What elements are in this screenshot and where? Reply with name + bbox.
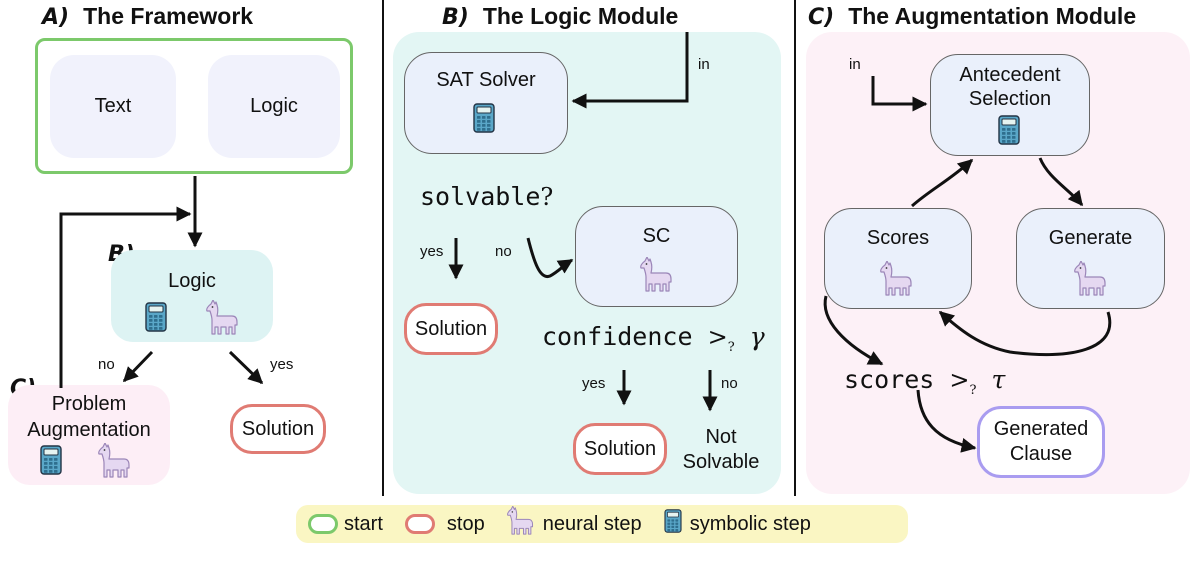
problem-augmentation-node: Problem Augmentation xyxy=(8,385,170,485)
panel-a-yes-label: yes xyxy=(270,356,294,373)
legend-neural: neural step xyxy=(506,505,642,542)
legend-neural-label: neural step xyxy=(542,512,642,535)
solvable-condition: solvable? xyxy=(420,182,553,211)
panel-a-solution-label: Solution xyxy=(241,417,315,440)
scores-node: Scores xyxy=(824,208,972,309)
panel-b-heading: B) The Logic Module xyxy=(442,3,678,30)
legend-start-label: start xyxy=(344,512,383,535)
llama-icon xyxy=(506,505,535,542)
stop-swatch xyxy=(404,514,435,534)
sat-solver-node: SAT Solver xyxy=(404,52,568,154)
panel-b-solution-right-label: Solution xyxy=(583,437,657,460)
panel-c-heading: C) The Augmentation Module xyxy=(808,3,1136,30)
not-solvable-text: Not Solvable xyxy=(676,425,766,475)
panel-a-title: The Framework xyxy=(83,3,254,29)
legend-stop: stop xyxy=(404,512,485,536)
llama-icon xyxy=(206,299,240,341)
scores-tau: τ xyxy=(991,365,1006,394)
panel-c-title: The Augmentation Module xyxy=(848,3,1137,29)
divider-left xyxy=(382,0,384,496)
solvable-op: ? xyxy=(540,183,554,211)
arrow-generate-to-scores xyxy=(938,310,1112,357)
legend-symbolic-label: symbolic step xyxy=(689,512,811,535)
panel-b-in-label: in xyxy=(698,56,710,73)
generated-line2: Clause xyxy=(1009,443,1073,465)
text-input-label: Text xyxy=(94,95,132,117)
start-swatch xyxy=(308,514,338,534)
problem-augmentation-line1: Problem xyxy=(51,393,127,415)
arrow-scores-to-threshold xyxy=(823,295,884,366)
arrow-c-in xyxy=(871,76,928,112)
panel-b-yes-label-2: yes xyxy=(582,375,606,392)
antecedent-line1: Antecedent xyxy=(959,64,1061,86)
panel-b-title: The Logic Module xyxy=(482,3,679,29)
logic-input-label: Logic xyxy=(250,95,298,117)
problem-augmentation-line2: Augmentation xyxy=(27,419,151,441)
legend-start: start xyxy=(308,513,383,536)
legend-stop-label: stop xyxy=(446,512,485,535)
sc-node: SC xyxy=(575,206,738,307)
llama-icon xyxy=(880,260,914,303)
calculator-icon xyxy=(473,103,495,139)
confidence-condition: confidence >? γ xyxy=(542,322,765,355)
generate-label: Generate xyxy=(1048,227,1133,249)
panel-a-letter: A) xyxy=(42,5,70,30)
confidence-q: ? xyxy=(727,340,735,355)
panel-b-no-label-2: no xyxy=(721,375,738,392)
calculator-icon xyxy=(145,302,167,337)
panel-c-in-label: in xyxy=(849,56,861,73)
panel-b-no-label: no xyxy=(495,243,512,260)
panel-a-solution-stop: Solution xyxy=(230,404,326,454)
arrow-threshold-to-clause xyxy=(916,389,977,453)
logic-node: Logic xyxy=(111,250,273,342)
scores-q: ? xyxy=(969,383,977,398)
llama-icon xyxy=(640,256,674,299)
arrow-antecedent-to-generate xyxy=(1038,157,1084,207)
llama-icon xyxy=(98,442,132,484)
arrow-b-in xyxy=(571,32,689,109)
panel-b-solution-stop-left: Solution xyxy=(404,303,498,355)
confidence-gamma: γ xyxy=(749,322,765,351)
llama-icon xyxy=(1074,260,1108,303)
arrow-logic-yes xyxy=(228,350,264,385)
logic-input-card: Logic xyxy=(208,55,340,158)
calculator-icon xyxy=(998,115,1020,151)
generated-clause-node: Generated Clause xyxy=(977,406,1105,478)
arrow-augmentation-loop xyxy=(59,206,192,388)
solvable-text: solvable xyxy=(420,182,541,211)
arrow-solvable-no xyxy=(526,237,574,278)
arrow-logic-no xyxy=(122,350,154,383)
calculator-icon xyxy=(40,445,62,480)
panel-b-letter: B) xyxy=(442,5,469,30)
panel-b-solution-left-label: Solution xyxy=(414,317,488,340)
legend-symbolic: symbolic step xyxy=(664,509,811,539)
scores-op: > xyxy=(949,366,970,394)
panel-a-heading: A) The Framework xyxy=(42,3,253,30)
scores-text: scores xyxy=(844,365,935,394)
confidence-text: confidence xyxy=(542,322,693,351)
panel-b-solution-stop-right: Solution xyxy=(573,423,667,475)
scores-condition: scores >? τ xyxy=(844,365,1005,398)
not-solvable-line2: Solvable xyxy=(682,451,760,473)
sc-label: SC xyxy=(642,225,671,247)
arrow-scores-to-antecedent xyxy=(911,158,974,208)
scores-label: Scores xyxy=(866,227,930,249)
confidence-op: > xyxy=(707,323,728,351)
antecedent-line2: Selection xyxy=(968,88,1052,110)
antecedent-selection-node: Antecedent Selection xyxy=(930,54,1090,156)
divider-right xyxy=(794,0,796,496)
panel-a-no-label: no xyxy=(98,356,115,373)
panel-b-yes-label: yes xyxy=(420,243,444,260)
logic-node-label: Logic xyxy=(168,270,216,292)
sat-solver-label: SAT Solver xyxy=(436,69,536,91)
panel-c-letter: C) xyxy=(808,5,835,30)
legend: start stop neural step symbolic step xyxy=(296,505,908,543)
not-solvable-line1: Not xyxy=(705,426,737,448)
generate-node: Generate xyxy=(1016,208,1165,309)
text-input-card: Text xyxy=(50,55,176,158)
calculator-icon xyxy=(664,509,682,539)
generated-line1: Generated xyxy=(993,418,1089,440)
